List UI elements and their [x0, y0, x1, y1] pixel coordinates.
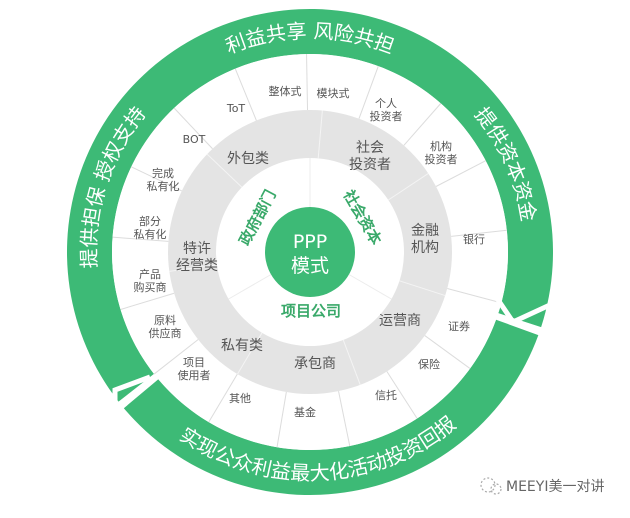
divider-line [206, 153, 243, 188]
label-financial-institutions: 金融机构 [411, 223, 439, 256]
center-circle [265, 207, 355, 297]
outer-ring-dividers [112, 54, 507, 448]
label-bank: 银行 [463, 232, 485, 246]
divider-line [276, 391, 287, 448]
center-label-ppp: PPP [293, 231, 327, 253]
label-individual-investors: 个人投资者 [370, 97, 403, 123]
divider-line [348, 274, 392, 300]
divider-line [112, 236, 169, 242]
label-trust: 信托 [375, 388, 397, 402]
label-securities: 证券 [448, 319, 470, 333]
label-partial-privatization: 部分私有化 [134, 214, 167, 241]
green-ring-arc [66, 8, 553, 402]
label-contractors: 承包商 [294, 356, 336, 372]
divider-line [234, 68, 257, 121]
divider-line [451, 229, 507, 237]
divider-line [447, 287, 502, 304]
divider-line [153, 339, 199, 375]
divider-line [403, 103, 442, 146]
label-full-privatization: 完成私有化 [147, 166, 180, 193]
green-outer-ring [66, 8, 553, 495]
label-institutional-investors: 机构投资者 [425, 139, 458, 166]
label-social-investors: 社会投资者 [349, 140, 391, 173]
divider-line [173, 107, 213, 150]
label-outsourcing: 外包类 [227, 151, 269, 167]
label-private: 私有类 [221, 338, 263, 354]
center-label-mode: 模式 [291, 255, 329, 277]
divider-line [342, 339, 361, 385]
label-modular: 模块式 [317, 87, 350, 100]
label-franchise: 特许经营类 [176, 241, 218, 274]
divider-line [399, 280, 446, 297]
arrow-gap-left [112, 374, 151, 428]
label-operators: 运营商 [379, 313, 421, 329]
divider-line [306, 54, 309, 111]
divider-line [424, 335, 471, 369]
label-insurance: 保险 [418, 357, 440, 371]
divider-line [169, 264, 217, 272]
label-raw-material-suppliers: 原料供应商 [149, 313, 182, 340]
label-tot: ToT [226, 102, 246, 115]
divider-line [338, 391, 351, 447]
divider-line [317, 110, 323, 159]
wechat-icon [480, 477, 502, 495]
divider-line [435, 160, 486, 187]
arrow-gap-right [487, 286, 554, 326]
label-project-company: 项目公司 [281, 302, 341, 320]
watermark-text: MEEYI美一对讲 [506, 479, 604, 495]
divider-line [388, 173, 429, 201]
label-fund: 基金 [294, 405, 316, 419]
divider-line [386, 371, 418, 419]
divider-line [120, 292, 175, 310]
divider-line [358, 65, 379, 119]
divider-line [208, 373, 238, 423]
label-integrated: 整体式 [269, 84, 302, 98]
divider-line [131, 166, 183, 192]
inner-ring-dividers [228, 158, 392, 300]
green-ring-arc [123, 319, 539, 495]
divider-line [237, 332, 263, 375]
label-project-users: 项目使用者 [178, 356, 211, 382]
divider-line [228, 274, 272, 300]
label-product-buyers: 产品购买商 [134, 267, 167, 294]
label-other: 其他 [229, 392, 251, 405]
label-bot: BOT [183, 133, 206, 146]
middle-ring-dividers [169, 110, 446, 385]
